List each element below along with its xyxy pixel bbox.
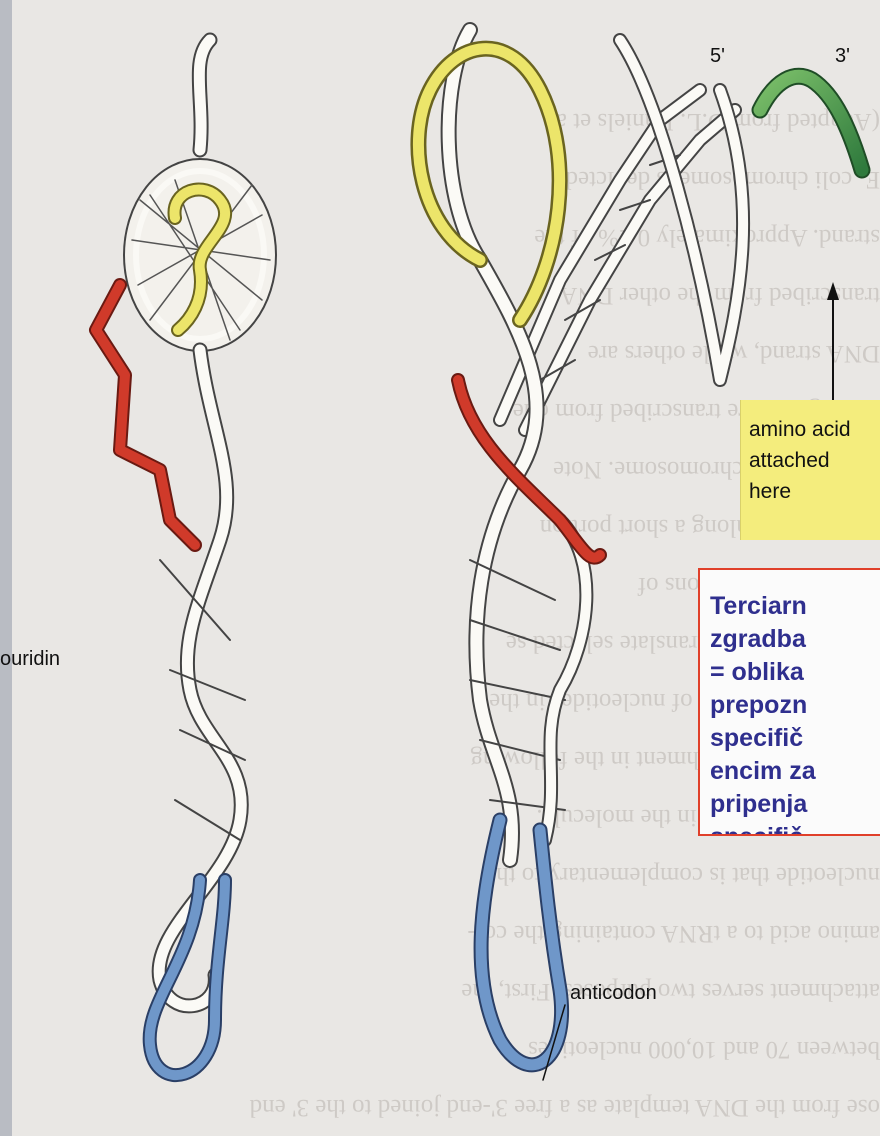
label-uridine: ouridin (0, 648, 60, 671)
amino-acid-note-text: amino acid attached here (749, 414, 851, 507)
label-5-prime: 5' (710, 45, 725, 68)
info-box-text: Terciarn zgradba = oblika prepozn specif… (710, 590, 880, 836)
amino-acid-note: amino acid attached here (740, 400, 880, 540)
label-anticodon: anticodon (570, 982, 657, 1005)
trna-right-view (418, 30, 862, 1080)
label-3-prime: 3' (835, 45, 850, 68)
amino-acid-arrow (827, 282, 839, 400)
trna-left-view (96, 40, 276, 1075)
info-box: Terciarn zgradba = oblika prepozn specif… (698, 568, 880, 836)
